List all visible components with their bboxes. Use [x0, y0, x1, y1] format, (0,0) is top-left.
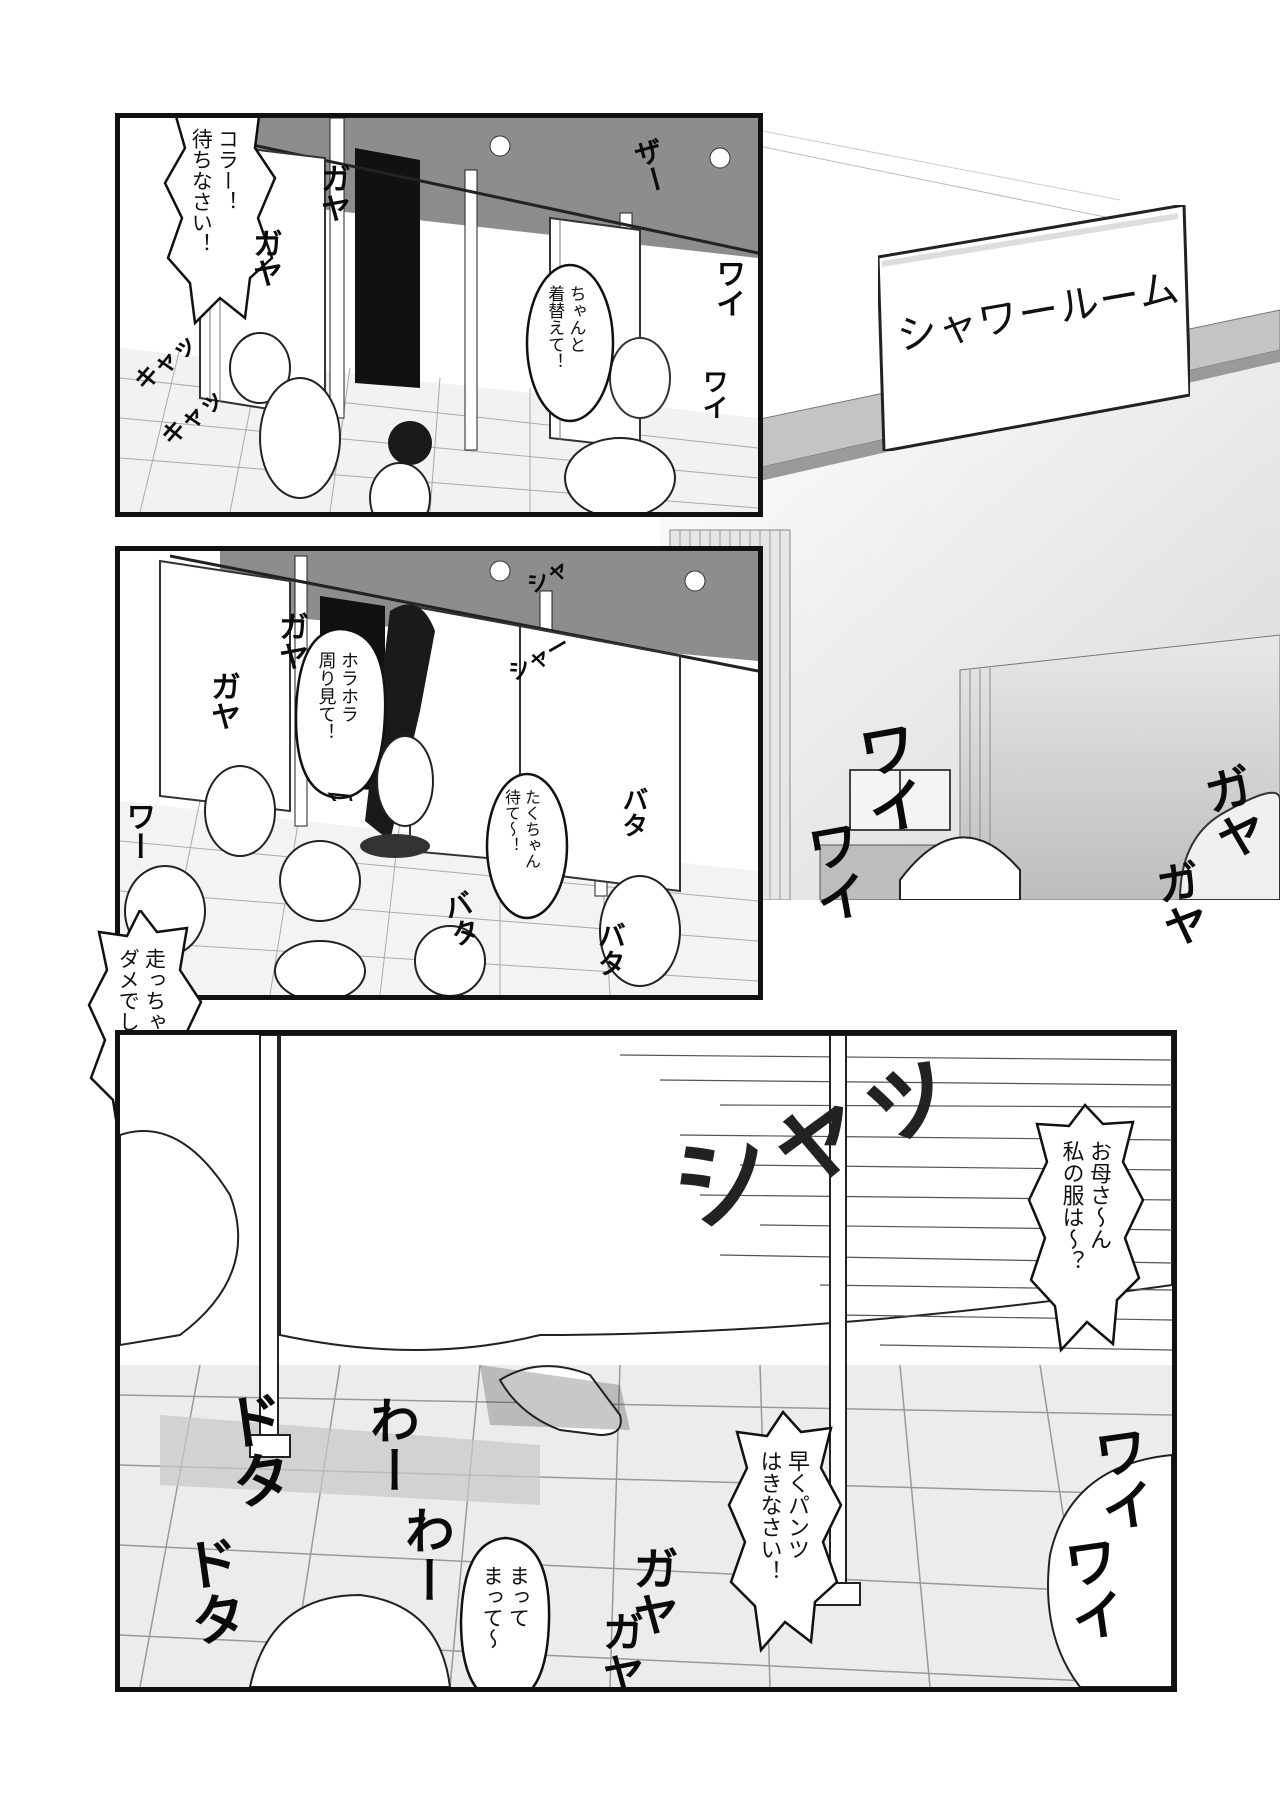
sfx-text: バタ — [618, 786, 648, 838]
sfx-text: ガヤ — [596, 1610, 645, 1692]
bubble-text: ホラホラ 周り見て！ — [315, 651, 360, 741]
speech-bubble: コラー！ 待ちなさい！ — [160, 118, 280, 338]
sfx-text: ガヤ — [205, 671, 240, 731]
panel-2: ホラホラ 周り見て！ たくちゃん 待て〜！ シャ シャー ガヤ ガヤ ワー バタ… — [115, 546, 763, 1000]
shower-room-sign: シャワールーム — [878, 205, 1190, 451]
bubble-text: まって まって〜 — [480, 1565, 531, 1649]
sfx-text: バタ — [594, 921, 627, 977]
sfx-text: ワー — [120, 801, 155, 861]
sfx-text: ワイ — [698, 368, 728, 420]
speech-bubble: ホラホラ 周り見て！ — [290, 626, 390, 801]
bubble-text: 早くパンツ はきなさい！ — [756, 1450, 810, 1582]
sfx-text: ガヤ — [247, 228, 282, 288]
sfx-text: ドタ — [209, 1385, 297, 1515]
speech-bubble: ちゃんと 着替えて！ — [525, 263, 615, 423]
bubble-text: コラー！ 待ちなさい！ — [189, 128, 240, 254]
sfx-text: ワイ — [710, 258, 745, 318]
speech-bubble: たくちゃん 待て〜！ — [485, 771, 570, 921]
sfx-text: ワイ — [1050, 1531, 1129, 1647]
panel-1: コラー！ 待ちなさい！ ちゃんと 着替えて！ ザー ガヤ ガヤ キャッ キャッ … — [115, 113, 763, 517]
bubble-text: ちゃんと 着替えて！ — [544, 285, 586, 370]
sfx-text: ガヤ — [315, 163, 350, 223]
sfx-text: ガヤ — [626, 1545, 680, 1637]
speech-bubble: お母さ〜ん 私の服は〜？ — [1025, 1100, 1145, 1365]
panel-3: お母さ〜ん 私の服は〜？ 早くパンツ はきなさい！ まって まって〜 シャッ ド… — [115, 1030, 1177, 1692]
sfx-text: わー — [362, 1395, 420, 1495]
bubble-text: たくちゃん 待て〜！ — [502, 789, 541, 869]
speech-bubble: まって まって〜 — [455, 1535, 555, 1687]
bubble-text: お母さ〜ん 私の服は〜？ — [1058, 1140, 1112, 1272]
sfx-text: わー — [397, 1505, 455, 1605]
speech-bubble: 早くパンツ はきなさい！ — [725, 1410, 845, 1655]
sfx-text: ガヤ — [273, 611, 308, 671]
sfx-text: ドタ — [170, 1531, 251, 1651]
sfx-text: ワイ — [1080, 1421, 1159, 1537]
